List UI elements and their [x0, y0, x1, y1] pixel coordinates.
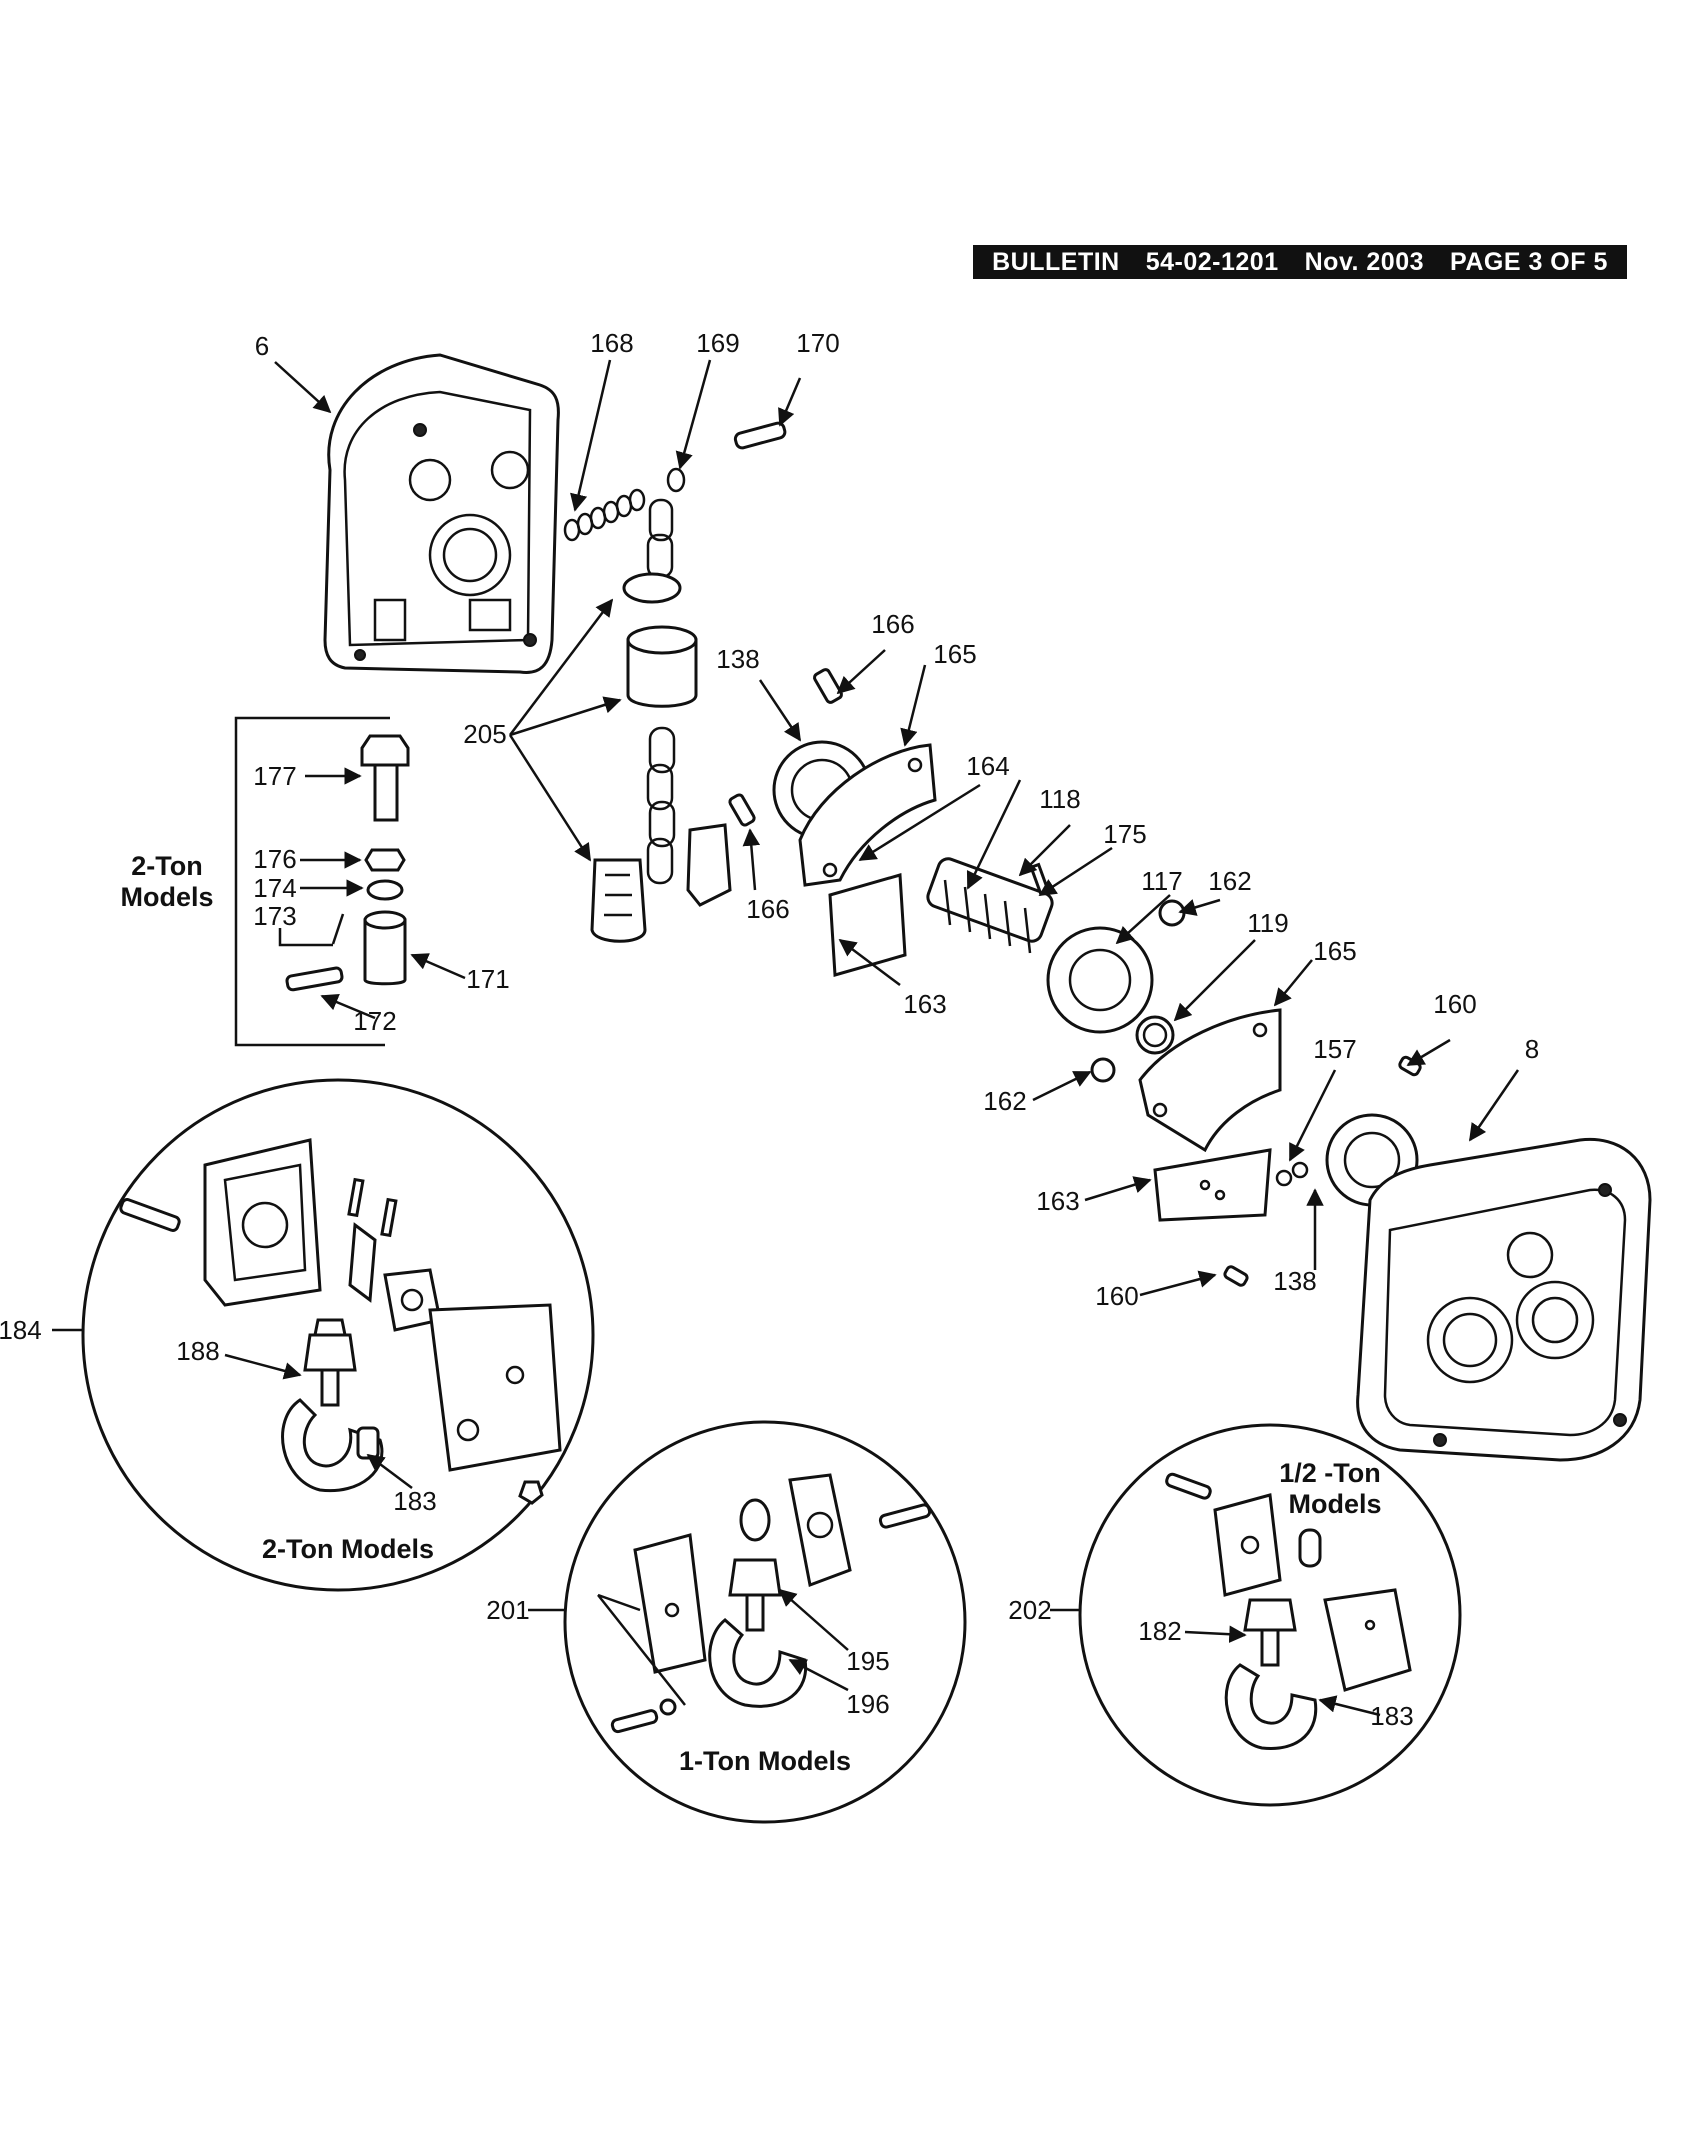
label-118: 118 [1039, 784, 1080, 814]
label-196: 196 [846, 1689, 889, 1719]
two-ton-box-caption-line1: 2-Ton [131, 851, 202, 881]
label-157: 157 [1313, 1034, 1356, 1064]
label-8: 8 [1525, 1034, 1539, 1064]
label-184: 184 [0, 1315, 42, 1345]
label-176: 176 [253, 844, 296, 874]
bulletin-header: BULLETIN 54-02-1201 Nov. 2003 PAGE 3 OF … [973, 245, 1627, 279]
label-160-top: 160 [1433, 989, 1476, 1019]
label-162-bottom: 162 [983, 1086, 1026, 1116]
page-number: PAGE 3 OF 5 [1450, 247, 1608, 276]
bulletin-date: Nov. 2003 [1304, 247, 1425, 276]
one-ton-circle-caption: 1-Ton Models [679, 1746, 851, 1776]
label-182: 182 [1138, 1616, 1181, 1646]
label-138-bottom: 138 [1273, 1266, 1316, 1296]
label-165-top: 165 [933, 639, 976, 669]
two-ton-bracket-box [234, 716, 410, 1047]
label-6: 6 [255, 331, 269, 361]
two-ton-hook-detail-circle [81, 1078, 595, 1592]
label-183-right: 183 [1370, 1701, 1413, 1731]
label-171: 171 [466, 964, 509, 994]
label-168: 168 [590, 328, 633, 358]
label-188: 188 [176, 1336, 219, 1366]
left-housing-part [323, 353, 560, 675]
label-177: 177 [253, 761, 296, 791]
label-166-top: 166 [871, 609, 914, 639]
half-ton-caption-line1: 1/2 -Ton [1279, 1458, 1381, 1488]
label-202: 202 [1008, 1595, 1051, 1625]
label-163-mid: 163 [903, 989, 946, 1019]
half-ton-caption-line2: Models [1288, 1489, 1381, 1519]
label-162-top: 162 [1208, 866, 1251, 896]
label-195: 195 [846, 1646, 889, 1676]
two-ton-box-caption-line2: Models [120, 882, 213, 912]
label-183-left: 183 [393, 1486, 436, 1516]
label-165-mid: 165 [1313, 936, 1356, 966]
label-138-top: 138 [716, 644, 759, 674]
label-205: 205 [463, 719, 506, 749]
label-201: 201 [486, 1595, 529, 1625]
label-173: 173 [253, 901, 296, 931]
right-housing-part [1356, 1137, 1652, 1462]
label-170: 170 [796, 328, 839, 358]
two-ton-circle-caption: 2-Ton Models [262, 1534, 434, 1564]
label-163-bottom: 163 [1036, 1186, 1079, 1216]
one-ton-hook-detail-circle [563, 1420, 967, 1824]
label-117: 117 [1141, 866, 1182, 896]
leader-lines [52, 359, 1520, 1717]
label-174: 174 [253, 873, 296, 903]
part-labels: 6 168 169 170 166 165 138 205 164 118 17… [0, 328, 1539, 1731]
label-119: 119 [1247, 908, 1288, 938]
label-164: 164 [966, 751, 1009, 781]
group-captions: 2-Ton Models 2-Ton Models 1-Ton Models 1… [120, 851, 1381, 1776]
bulletin-label: BULLETIN [992, 247, 1120, 276]
label-166-mid: 166 [746, 894, 789, 924]
spring-and-chain-parts [563, 421, 787, 943]
bulletin-number: 54-02-1201 [1145, 247, 1279, 276]
half-ton-hook-detail-circle [1078, 1423, 1462, 1807]
label-175: 175 [1103, 819, 1146, 849]
label-160-bottom: 160 [1095, 1281, 1138, 1311]
label-169: 169 [696, 328, 739, 358]
label-172: 172 [353, 1006, 396, 1036]
